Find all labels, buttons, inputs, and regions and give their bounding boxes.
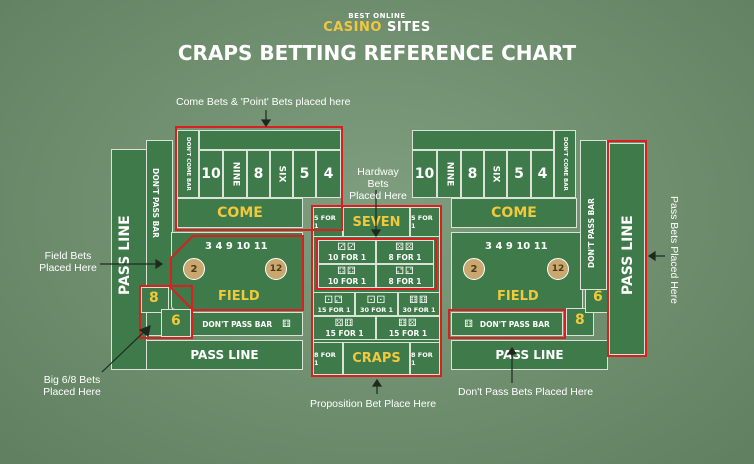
right-number-nine[interactable]: NINE <box>437 150 461 198</box>
highlight-hardway <box>316 238 437 290</box>
arrow-head <box>138 325 151 338</box>
prop-eleven-left-bet[interactable]: ⚄⚅15 FOR 1 <box>313 316 376 340</box>
logo-top-text: BEST ONLINE <box>348 12 406 20</box>
dice-icon: ⚂⚂ <box>337 242 357 253</box>
right-big-8[interactable] <box>566 308 594 336</box>
hardway-10-bet[interactable]: ⚄⚄8 FOR 1 <box>376 240 434 264</box>
left-big-8[interactable] <box>141 287 169 313</box>
dice-icon: ⚃⚃ <box>337 266 357 277</box>
dice-icon: ⚅ <box>464 318 474 330</box>
left-dont-pass-bar[interactable]: DON'T PASS BAR⚅ <box>191 312 303 336</box>
left-number-top-row <box>199 130 341 150</box>
hardway-6-bet[interactable]: ⚂⚂10 FOR 1 <box>318 240 376 264</box>
right-field-two-chip[interactable]: 2 <box>463 258 485 280</box>
dice-icon: ⚅⚄ <box>398 318 418 329</box>
arrow-head <box>506 346 518 355</box>
logo-sites-text: SITES <box>386 20 431 35</box>
arrow-head <box>155 258 164 270</box>
dice-icon: ⚁⚁ <box>395 266 415 277</box>
left-number-8[interactable]: 8 <box>247 150 270 198</box>
arrow-line <box>101 329 147 373</box>
hardway-8-bet[interactable]: ⚃⚃10 FOR 1 <box>318 264 376 288</box>
any-craps-bet[interactable]: CRAPS <box>343 342 410 375</box>
left-big-6[interactable] <box>161 309 191 337</box>
dice-icon: ⚄⚄ <box>395 242 415 253</box>
annotation-pass: Pass Bets Placed Here <box>668 196 680 304</box>
left-number-5[interactable]: 5 <box>293 150 316 198</box>
right-pass-line-area[interactable] <box>609 143 645 355</box>
right-dont-pass-bar[interactable]: ⚅DON'T PASS BAR <box>451 312 563 336</box>
right-come-area[interactable]: COME <box>451 198 577 228</box>
annotation-hardway: Hardway Bets Placed Here <box>349 166 407 202</box>
right-number-six[interactable]: SIX <box>484 150 507 198</box>
arrow-head <box>260 119 272 128</box>
craps-right-payout: 8 FOR 1 <box>410 342 440 375</box>
dice-icon: ⚄⚅ <box>334 318 355 329</box>
dice-icon: ⚅⚅ <box>409 294 429 306</box>
right-number-4[interactable]: 4 <box>531 150 554 198</box>
left-number-nine[interactable]: NINE <box>223 150 247 198</box>
prop-two-bet[interactable]: ⚀⚀30 FOR 1 <box>355 292 398 316</box>
right-field-numbers: 3 4 9 10 11 <box>485 241 548 252</box>
dice-icon: ⚅ <box>282 318 292 330</box>
left-field-numbers: 3 4 9 10 11 <box>205 241 268 252</box>
arrow-head <box>647 250 656 262</box>
left-number-4[interactable]: 4 <box>316 150 341 198</box>
dice-icon: ⚀⚁ <box>324 294 344 306</box>
arrow-head <box>371 378 383 387</box>
annotation-dont-pass: Don't Pass Bets Placed Here <box>458 386 594 398</box>
annotation-field: Field Bets Placed Here <box>39 250 97 274</box>
right-dont-come-bar[interactable]: DON'T COME BAR <box>554 130 576 198</box>
left-dont-come-bar[interactable]: DON'T COME BAR <box>177 130 199 198</box>
left-number-boxes <box>177 130 341 198</box>
right-number-5[interactable]: 5 <box>507 150 531 198</box>
annotation-proposition: Proposition Bet Place Here <box>310 398 437 410</box>
highlight-big-68 <box>139 285 193 339</box>
seven-right-payout: 5 FOR 1 <box>410 207 440 237</box>
hardway-4-bet[interactable]: ⚁⚁8 FOR 1 <box>376 264 434 288</box>
arrow-head <box>370 229 382 238</box>
right-big-8-label: 8 <box>575 312 585 328</box>
annotation-come-point: Come Bets & 'Point' Bets placed here <box>176 96 351 108</box>
left-come-area[interactable]: COME <box>177 198 303 228</box>
left-number-six[interactable]: SIX <box>270 150 293 198</box>
left-number-10[interactable]: 10 <box>199 150 223 198</box>
left-field-two-chip[interactable]: 2 <box>183 258 205 280</box>
dice-icon: ⚀⚀ <box>366 294 387 306</box>
highlight-field <box>170 235 304 311</box>
logo-casino-text: CASINO <box>323 20 382 35</box>
prop-three-bet[interactable]: ⚀⚁15 FOR 1 <box>313 292 355 316</box>
left-field-label: FIELD <box>218 289 260 304</box>
left-big-6-label: 6 <box>171 313 181 329</box>
right-number-8[interactable]: 8 <box>461 150 484 198</box>
prop-twelve-bet[interactable]: ⚅⚅30 FOR 1 <box>398 292 440 316</box>
left-field-twelve-chip[interactable]: 12 <box>265 258 287 280</box>
left-big-8-label: 8 <box>149 290 159 306</box>
annotation-big-68: Big 6/8 Bets Placed Here <box>43 374 101 398</box>
highlight-come-point <box>175 126 343 231</box>
right-number-top-row <box>412 130 554 150</box>
logo: CASINO SITES <box>0 20 754 35</box>
prop-eleven-right-bet[interactable]: ⚅⚄15 FOR 1 <box>376 316 440 340</box>
highlight-dont-pass <box>448 309 566 339</box>
right-number-10[interactable]: 10 <box>412 150 437 198</box>
left-pass-line-bottom[interactable]: PASS LINE <box>146 340 303 370</box>
page-title: CRAPS BETTING REFERENCE CHART <box>177 41 577 65</box>
right-dont-pass-bar-strip[interactable] <box>580 140 607 290</box>
right-field-label: FIELD <box>497 289 539 304</box>
craps-left-payout: 8 FOR 1 <box>313 342 343 375</box>
right-field-twelve-chip[interactable]: 12 <box>547 258 569 280</box>
left-dont-pass-bar-vertical: DON'T PASS BAR <box>151 168 160 238</box>
highlight-pass-line <box>607 140 647 357</box>
right-big-6-label: 6 <box>593 289 603 305</box>
